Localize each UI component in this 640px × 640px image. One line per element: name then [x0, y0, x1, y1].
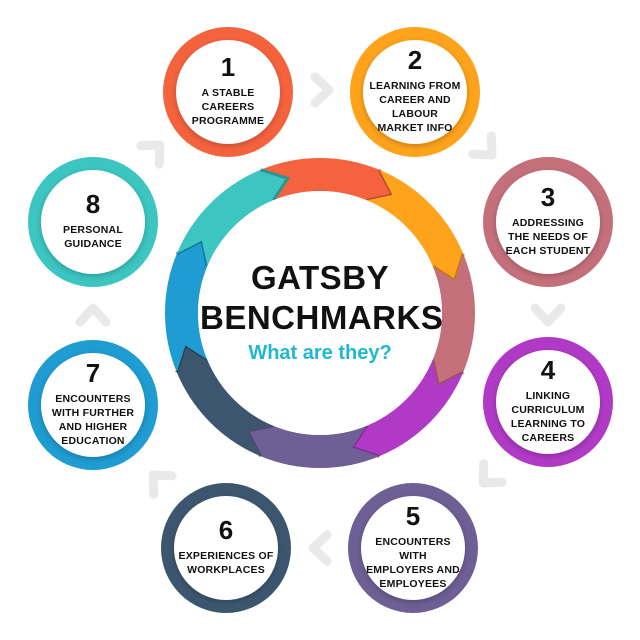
- benchmark-label-line: WITH: [399, 550, 427, 562]
- benchmark-number-7: 7: [85, 358, 101, 388]
- chevron-right-icon: [530, 303, 566, 327]
- benchmark-number-4: 4: [540, 355, 556, 385]
- benchmark-number-1: 1: [220, 52, 236, 82]
- chevron-right-icon: [468, 131, 497, 160]
- benchmark-label-line: A STABLE: [201, 87, 255, 99]
- benchmark-label-4: LINKING CURRICULUM LEARNING TO CAREERS: [498, 389, 598, 445]
- ring-segment-3: [432, 253, 475, 386]
- benchmark-label-line: EMPLOYEES: [379, 578, 447, 590]
- chevron-right-icon: [478, 459, 507, 488]
- benchmark-label-line: WORKPLACES: [187, 564, 265, 576]
- centre-title-line2: BENCHMARKS: [200, 299, 444, 336]
- benchmark-label-line: EACH STUDENT: [505, 245, 591, 257]
- benchmark-label-line: CAREERS: [521, 432, 575, 444]
- benchmark-label-line: PROGRAMME: [191, 115, 265, 127]
- chevron-right-icon: [75, 303, 111, 327]
- benchmark-label-line: EXPERIENCES OF: [178, 550, 274, 562]
- chevron-right-icon: [308, 530, 332, 566]
- benchmark-node-7: [28, 340, 158, 470]
- centre-disc: [198, 191, 442, 435]
- benchmark-node-5: [348, 483, 478, 613]
- benchmark-label-line: THE NEEDS OF: [508, 231, 588, 243]
- benchmark-label-line: GUIDANCE: [64, 238, 122, 250]
- chevron-right-icon: [136, 140, 165, 169]
- benchmark-label-3: ADDRESSING THE NEEDS OF EACH STUDENT: [498, 216, 598, 258]
- benchmark-nodes: [28, 27, 613, 613]
- benchmark-number-5: 5: [405, 501, 421, 531]
- benchmark-label-8: PERSONAL GUIDANCE: [43, 223, 143, 251]
- benchmark-label-1: A STABLE CAREERS PROGRAMME: [178, 86, 278, 128]
- benchmark-node-1: [163, 27, 293, 157]
- benchmark-label-5: ENCOUNTERS WITH EMPLOYERS AND EMPLOYEES: [363, 535, 463, 591]
- benchmark-label-line: MARKET INFO: [377, 122, 453, 134]
- ring-segment-2: [366, 169, 464, 281]
- ring-segment-7: [165, 240, 208, 373]
- benchmark-label-line: EDUCATION: [61, 435, 125, 447]
- benchmark-node-4: [483, 337, 613, 467]
- benchmark-number-6: 6: [218, 515, 234, 545]
- benchmark-label-2: LEARNING FROM CAREER AND LABOUR MARKET INFO: [365, 79, 465, 135]
- benchmark-label-line: EMPLOYERS AND: [366, 564, 460, 576]
- benchmark-number-8: 8: [85, 189, 101, 219]
- chevron-right-icon: [148, 470, 177, 499]
- benchmark-label-line: LABOUR: [391, 108, 439, 120]
- benchmark-label-line: PERSONAL: [63, 224, 123, 236]
- benchmark-label-line: CAREER AND: [379, 94, 451, 106]
- benchmark-label-line: WITH FURTHER: [51, 407, 135, 419]
- benchmark-label-7: ENCOUNTERS WITH FURTHER AND HIGHER EDUCATIO…: [43, 392, 143, 448]
- benchmark-label-6: EXPERIENCES OF WORKPLACES: [176, 549, 276, 577]
- ring-segment-6: [176, 345, 274, 457]
- ring-segment-4: [352, 359, 464, 457]
- centre-ring: [165, 157, 475, 468]
- benchmark-label-line: CURRICULUM: [511, 404, 585, 416]
- connector-chevrons: [75, 72, 566, 566]
- benchmark-label-line: ADDRESSING: [511, 217, 584, 229]
- benchmark-label-line: ENCOUNTERS: [55, 393, 131, 405]
- centre-subtitle: What are they?: [248, 342, 392, 364]
- benchmark-number-3: 3: [540, 182, 556, 212]
- ring-segment-8: [176, 169, 288, 267]
- centre-title-line1: GATSBY: [250, 259, 390, 296]
- benchmark-number-2: 2: [407, 45, 423, 75]
- benchmark-label-line: AND HIGHER: [58, 421, 128, 433]
- chevron-right-icon: [310, 72, 334, 108]
- benchmark-node-8: [28, 157, 158, 287]
- benchmark-label-line: CAREERS: [201, 101, 255, 113]
- benchmark-label-line: LEARNING TO: [510, 418, 586, 430]
- ring-segment-5: [247, 425, 380, 468]
- centre-title: GATSBY BENCHMARKS: [200, 258, 444, 338]
- benchmark-label-line: LINKING: [525, 390, 571, 402]
- benchmark-label-line: ENCOUNTERS: [375, 536, 451, 548]
- ring-segment-1: [260, 157, 393, 201]
- benchmark-node-2: [350, 27, 480, 157]
- ring-arrow-tip-8: [260, 168, 291, 202]
- benchmark-node-3: [483, 157, 613, 287]
- benchmark-node-6: [161, 483, 291, 613]
- benchmark-label-line: LEARNING FROM: [369, 80, 461, 92]
